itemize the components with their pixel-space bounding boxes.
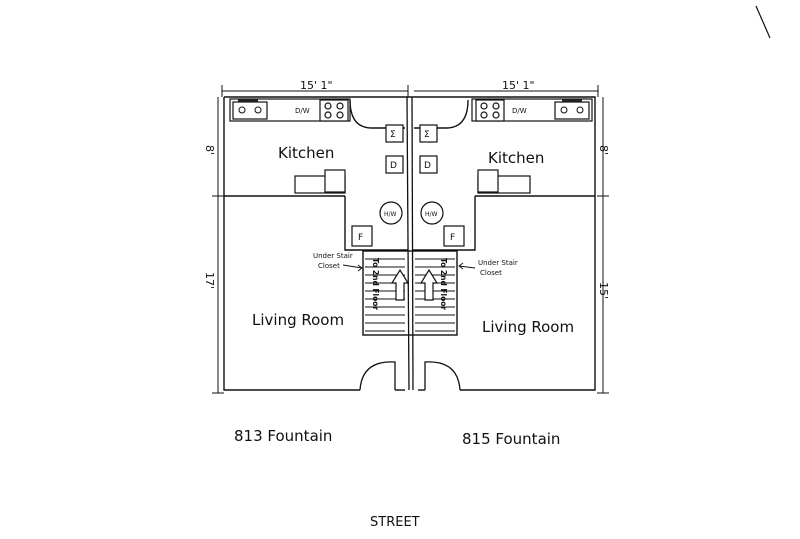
right-water-heater-icon <box>420 201 444 225</box>
left-washer-icon <box>385 155 404 174</box>
right-dryer-icon <box>419 124 438 143</box>
right-stair-label: To 2nd Floor <box>439 258 448 310</box>
left-dryer-icon <box>385 124 404 143</box>
right-entry-door <box>424 361 461 391</box>
left-living-room-label: Living Room <box>252 311 344 329</box>
stairs: To 2nd Floor To 2nd Floor <box>362 250 458 336</box>
left-water-heater-label: H/W <box>384 211 397 218</box>
right-washer-symbol: D <box>424 161 431 171</box>
left-width-dimension: 15' 1" <box>300 79 333 92</box>
side-dimensions: 8' 17' 8' 15' <box>203 97 610 394</box>
right-stair-arrow-icon <box>419 268 439 301</box>
right-dishwasher-label: D/W <box>512 107 527 115</box>
left-dishwasher-label: D/W <box>295 107 310 115</box>
corner-mark <box>755 5 771 39</box>
right-living-depth: 15' <box>597 282 610 299</box>
left-kitchen-label: Kitchen <box>278 144 334 162</box>
right-washer-icon <box>419 155 438 174</box>
left-entry-door <box>359 361 396 391</box>
entry-doors <box>359 361 461 391</box>
left-address: 813 Fountain <box>234 427 332 445</box>
right-closet-label-line1: Under Stair <box>478 259 518 267</box>
laundry-mechanical: Σ D Σ D H/W H/W F F <box>351 124 465 247</box>
right-dryer-symbol: Σ <box>424 130 430 140</box>
right-kitchen-label: Kitchen <box>488 149 544 167</box>
right-closet-label-line2: Closet <box>480 269 502 277</box>
right-kitchen-depth: 8' <box>597 145 610 155</box>
left-living-depth: 17' <box>203 272 216 289</box>
right-stove-icon <box>475 99 505 122</box>
right-width-dimension: 15' 1" <box>502 79 535 92</box>
left-stair-label: To 2nd Floor <box>371 258 380 310</box>
left-closet-label-line1: Under Stair <box>313 252 353 260</box>
left-water-heater-icon <box>379 201 403 225</box>
right-kitchen-appliances: D/W <box>475 99 590 122</box>
outer-walls <box>223 96 596 391</box>
left-furnace-icon <box>351 225 373 247</box>
left-sink-icon <box>232 101 268 120</box>
closet-labels: Under Stair Closet Under Stair Closet <box>313 252 518 277</box>
left-kitchen-depth: 8' <box>203 145 216 155</box>
left-dryer-symbol: Σ <box>390 130 396 140</box>
right-address: 815 Fountain <box>462 430 560 448</box>
right-furnace-label: F <box>450 233 455 243</box>
left-kitchen-appliances: D/W <box>232 99 349 122</box>
party-wall <box>406 96 414 391</box>
top-dimensions: 15' 1" 15' 1" <box>221 79 599 97</box>
left-furnace-label: F <box>358 233 363 243</box>
left-closet-label-line2: Closet <box>318 262 340 270</box>
right-living-room-label: Living Room <box>482 318 574 336</box>
right-furnace-icon <box>443 225 465 247</box>
right-water-heater-label: H/W <box>425 211 438 218</box>
kitchen-counters <box>229 98 593 122</box>
room-divider-walls <box>224 169 595 197</box>
left-stove-icon <box>319 99 349 122</box>
left-washer-symbol: D <box>390 161 397 171</box>
utility-room-walls <box>344 99 476 251</box>
right-sink-icon <box>554 101 590 120</box>
left-stair-arrow-icon <box>390 268 410 301</box>
street-label: STREET <box>370 515 420 530</box>
